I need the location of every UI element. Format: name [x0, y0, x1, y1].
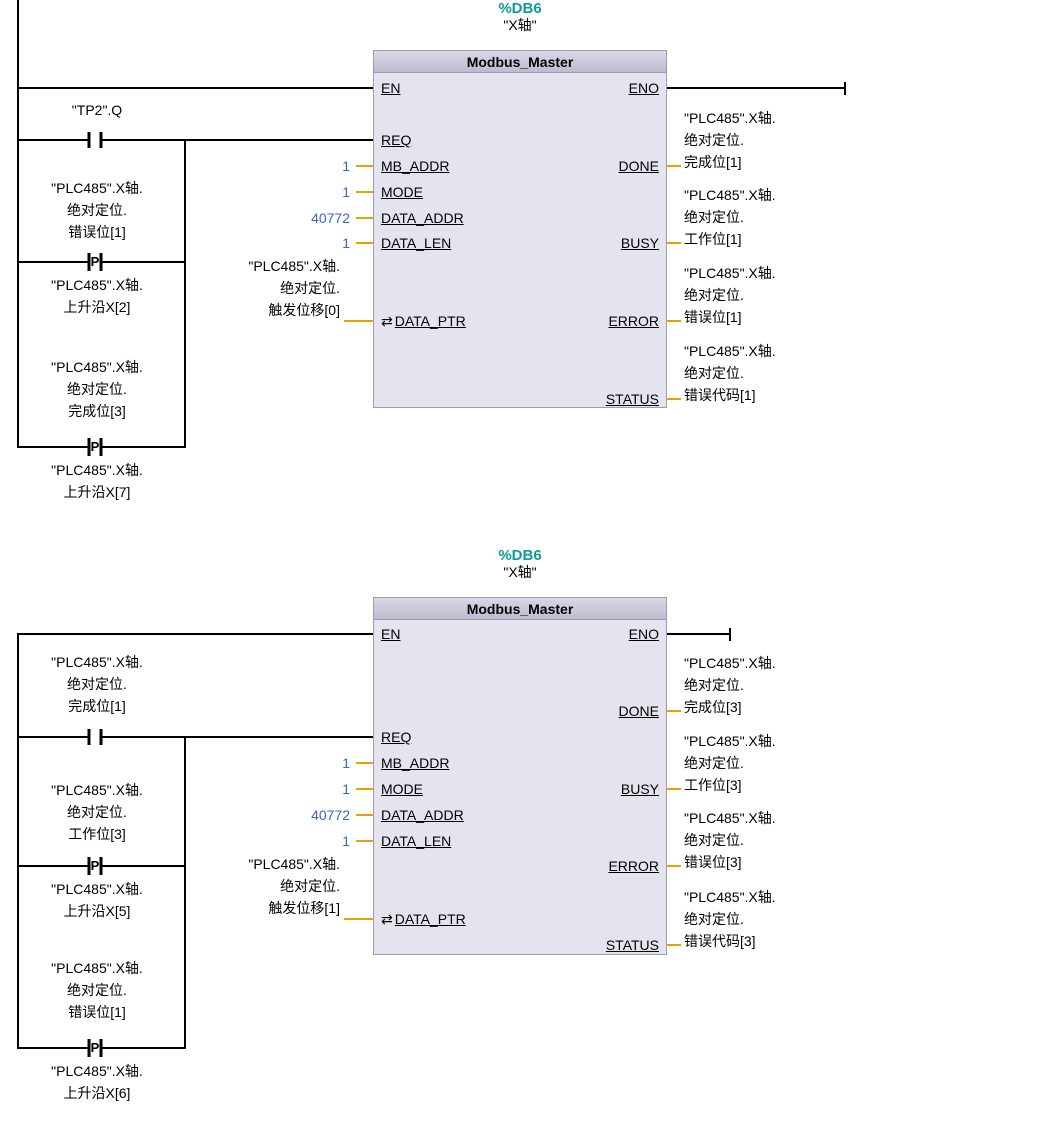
network2-power-wires [17, 628, 731, 1049]
input-pin-req: REQ [381, 132, 412, 148]
input-pin-en: EN [381, 80, 401, 96]
input-pin-data-ptr: ⇄DATA_PTR [381, 311, 466, 331]
block-title: Modbus_Master [374, 51, 666, 73]
pin-label: DATA_PTR [394, 911, 466, 927]
input-pin-data-ptr: ⇄DATA_PTR [381, 909, 466, 929]
value-data-addr[interactable]: 40772 [311, 807, 350, 823]
output-pin-eno: ENO [628, 80, 659, 96]
instance-db-label[interactable]: %DB6 [498, 547, 542, 564]
operand-branch1-contact[interactable]: "PLC485".X轴. 绝对定位. 错误位[1] [51, 180, 143, 240]
instance-name[interactable]: "X轴" [503, 17, 537, 33]
output-pin-error: ERROR [608, 858, 659, 874]
input-pin-mb-addr: MB_ADDR [381, 755, 450, 771]
value-data-len[interactable]: 1 [342, 833, 350, 849]
operand-status[interactable]: "PLC485".X轴. 绝对定位. 错误代码[3] [684, 889, 776, 949]
modbus-master-block-2[interactable]: Modbus_Master [373, 597, 667, 955]
operand-branch2-edge-mem[interactable]: "PLC485".X轴. 上升沿X[6] [51, 1063, 143, 1101]
operand-branch1-edge-mem[interactable]: "PLC485".X轴. 上升沿X[2] [51, 277, 143, 315]
operand-status[interactable]: "PLC485".X轴. 绝对定位. 错误代码[1] [684, 343, 776, 403]
instance-name[interactable]: "X轴" [503, 564, 537, 580]
network1-p-contact-2[interactable] [87, 438, 103, 456]
input-pin-data-len: DATA_LEN [381, 833, 452, 849]
operand-busy[interactable]: "PLC485".X轴. 绝对定位. 工作位[1] [684, 187, 776, 247]
operand-data-ptr[interactable]: "PLC485".X轴. 绝对定位. 触发位移[0] [248, 258, 340, 318]
block-title: Modbus_Master [374, 598, 666, 620]
operand-branch2-contact[interactable]: "PLC485".X轴. 绝对定位. 完成位[3] [51, 359, 143, 419]
value-data-len[interactable]: 1 [342, 235, 350, 251]
input-pin-en: EN [381, 626, 401, 642]
operand-data-ptr[interactable]: "PLC485".X轴. 绝对定位. 触发位移[1] [248, 856, 340, 916]
input-pin-mb-addr: MB_ADDR [381, 158, 450, 174]
output-pin-done: DONE [618, 158, 659, 174]
network1-no-contact[interactable] [87, 132, 103, 148]
modbus-master-block-1[interactable]: Modbus_Master [373, 50, 667, 408]
input-pin-mode: MODE [381, 184, 423, 200]
input-pin-data-addr: DATA_ADDR [381, 807, 464, 823]
operand-branch1-contact[interactable]: "PLC485".X轴. 绝对定位. 工作位[3] [51, 782, 143, 842]
input-pin-data-len: DATA_LEN [381, 235, 452, 251]
positive-edge-label: P [90, 254, 100, 269]
value-mode[interactable]: 1 [342, 184, 350, 200]
instance-db-label[interactable]: %DB6 [498, 0, 542, 17]
operand-error[interactable]: "PLC485".X轴. 绝对定位. 错误位[1] [684, 265, 776, 325]
network2-operand-wires [344, 710, 681, 946]
operand-error[interactable]: "PLC485".X轴. 绝对定位. 错误位[3] [684, 810, 776, 870]
operand-branch2-edge-mem[interactable]: "PLC485".X轴. 上升沿X[7] [51, 462, 143, 500]
network2-no-contact[interactable] [87, 729, 103, 745]
input-pin-data-addr: DATA_ADDR [381, 210, 464, 226]
value-mode[interactable]: 1 [342, 781, 350, 797]
operand-done[interactable]: "PLC485".X轴. 绝对定位. 完成位[3] [684, 655, 776, 715]
output-pin-busy: BUSY [620, 781, 659, 797]
input-pin-mode: MODE [381, 781, 423, 797]
operand-busy[interactable]: "PLC485".X轴. 绝对定位. 工作位[3] [684, 733, 776, 793]
output-pin-status: STATUS [605, 391, 659, 407]
output-pin-busy: BUSY [620, 235, 659, 251]
operand-branch2-contact[interactable]: "PLC485".X轴. 绝对定位. 错误位[1] [51, 960, 143, 1020]
value-data-addr[interactable]: 40772 [311, 210, 350, 226]
operand-done[interactable]: "PLC485".X轴. 绝对定位. 完成位[1] [684, 110, 776, 170]
network1-p-contact-1[interactable] [87, 253, 103, 271]
inout-arrows-icon: ⇄ [381, 911, 393, 927]
inout-arrows-icon: ⇄ [381, 313, 393, 329]
pin-label: DATA_PTR [394, 313, 466, 329]
value-mb-addr[interactable]: 1 [342, 755, 350, 771]
output-pin-error: ERROR [608, 313, 659, 329]
operand-branch1-edge-mem[interactable]: "PLC485".X轴. 上升沿X[5] [51, 881, 143, 919]
output-pin-eno: ENO [628, 626, 659, 642]
network1-operand-wires [344, 165, 681, 400]
input-pin-req: REQ [381, 729, 412, 745]
operand-req-contact[interactable]: "PLC485".X轴. 绝对定位. 完成位[1] [51, 654, 143, 714]
network1-power-wires [17, 0, 846, 448]
output-pin-done: DONE [618, 703, 659, 719]
operand-req-contact[interactable]: "TP2".Q [71, 102, 123, 118]
network2-p-contact-2[interactable] [87, 1039, 103, 1057]
positive-edge-label: P [90, 1040, 100, 1055]
output-pin-status: STATUS [605, 937, 659, 953]
network2-p-contact-1[interactable] [87, 857, 103, 875]
positive-edge-label: P [90, 858, 100, 873]
value-mb-addr[interactable]: 1 [342, 158, 350, 174]
positive-edge-label: P [90, 439, 100, 454]
